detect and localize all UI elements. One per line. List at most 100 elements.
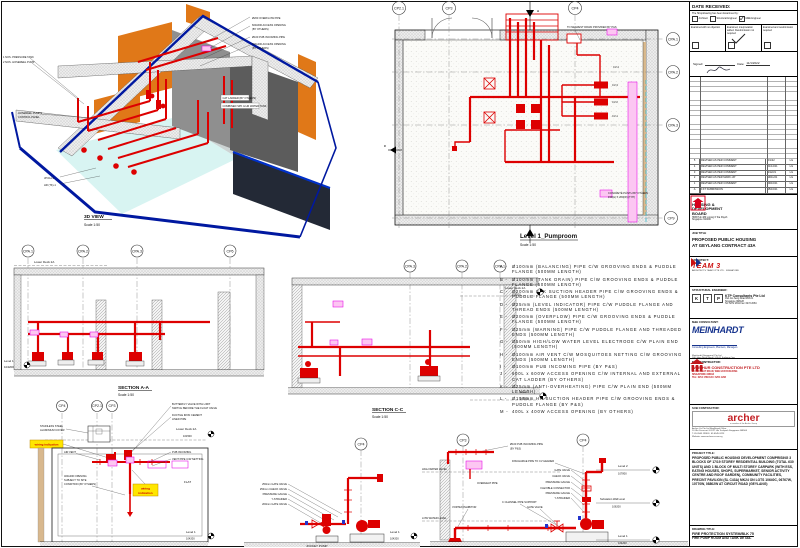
grid-bubble-bl-2: CP2.1: [91, 400, 103, 412]
grid-bubble-cp9: CP9: [664, 211, 678, 225]
stamp-title: DATE RECEIVED:: [690, 2, 797, 11]
project-title-text: PROPOSED PUBLIC HOUSING DEVELOPMENT COMP…: [692, 456, 794, 487]
svg-text:CPA.2: CPA.2: [457, 264, 467, 268]
ktp-logo-t: T: [703, 293, 712, 303]
grid-bubble-aa-1: CPA.1: [21, 244, 35, 258]
hdb-logo: [690, 195, 706, 211]
drawing-title-block: DRAWING TITLE: FIRE PROTECTION SYSTEM/BL…: [690, 526, 797, 546]
label-level1-val-aa: 104200: [4, 365, 14, 369]
grid-bubble-cc-2: CPA.2: [455, 259, 469, 273]
label-discharge: DISCHARGE PIPE TO CV HEADER: [512, 459, 554, 463]
label-gate2-r: GATE VALVE: [527, 505, 543, 509]
note-item: E -Ø200mm (OVERFLOW) PIPE C/W GROOVING E…: [500, 314, 676, 325]
label-cv3: CV-3: [612, 83, 618, 87]
label-pub-incoming-bl: PUB INCOMING: [172, 450, 191, 454]
label-pg2-r: PRESSURE GAUGE: [546, 491, 571, 495]
plan-valve-symbols: [483, 77, 496, 124]
view-plan-level1-pumproom: A C TO NEAREST DRAIN PROVIDED BY P&S CV-…: [384, 1, 680, 247]
grid-bubble-cpa1: CPA.1: [666, 32, 680, 46]
label-cv4: CV-4: [613, 65, 619, 69]
label-ss-cover-2: ALUMINIUM COVER: [40, 428, 65, 432]
view-3d-isometric: Ø200 OVERFLOW PIPE 600x600 ACCESS OPENIN…: [3, 4, 337, 239]
view-detail-pump-right: CP3 CP4 Ø100 PUB INCOMING PIPE (BY P&S) …: [422, 433, 688, 546]
label-lwl: LOW WATER LEVEL: [422, 516, 447, 520]
label-cv2: CV-2: [612, 100, 618, 104]
label-lowerdeck-bl: Lower Deck 2A: [176, 427, 196, 431]
note-item: D -Ø25mm (LEVEL INDICATOR) PIPE C/W PUDD…: [500, 301, 674, 312]
caption-jockey-pump: JOCKEY PUMP: [306, 544, 327, 548]
grid-bubble-bl-1: CP4: [56, 400, 68, 412]
svg-text:CP4: CP4: [59, 404, 66, 408]
label-jp-ch1: JP/CH-1: [44, 176, 54, 180]
label-gate-r: GATE VALVE: [554, 468, 570, 472]
label-plinth-2: 150(H) X 200(W) (TYP): [608, 195, 635, 199]
svg-text:CP3: CP3: [446, 6, 453, 10]
svg-text:CP9: CP9: [668, 216, 675, 220]
plan-pink-pipe-zone: [627, 81, 638, 223]
label-ystr-r: Y-STRAINER: [555, 496, 571, 500]
label-pressure-tank: 1 NOS. PRESSURE TANK: [3, 55, 34, 59]
svg-text:CPA.2: CPA.2: [668, 70, 678, 74]
date-label: Date:: [737, 61, 745, 66]
pipe-notes-list: A -Ø100mm (BALANCING) PIPE C/W GROOVING …: [500, 264, 688, 416]
plan-red-piping-small: [454, 42, 601, 162]
weehur-logo: [690, 359, 704, 372]
grid-bubble-cpa2: CPA.2: [666, 65, 680, 79]
title-block: DATE RECEIVED: The Shopdrawing has been …: [689, 2, 797, 546]
detail-r-leaders: [570, 469, 585, 513]
svg-text:CPA.1: CPA.1: [495, 264, 505, 268]
wiring-indication-text-1: wiring indication: [34, 443, 59, 447]
label-pg-jp: PRESSURE GAUGE: [263, 492, 288, 496]
section-marker-c: C: [384, 144, 402, 154]
label-ductile-2: LINED PIPE: [172, 417, 187, 421]
grid-bubble-jp: CP4: [354, 437, 368, 451]
label-level1-r: Level 1: [618, 534, 628, 538]
caption-plan: Level 1_Pumproom: [520, 233, 578, 240]
drawing-title-line1: FIRE PROTECTION SYSTEM/BLK 75: [692, 532, 754, 536]
label-lowerdeck-cc: Lower Deck 2A: [505, 286, 525, 290]
note-item: F -Ø25mm (WARNING) PIPE C/W PUDDLE FLANG…: [500, 326, 682, 337]
me-consultant-block: M&E CONSULTANT: MEINHARDT Consulting Eng…: [690, 319, 797, 359]
drawing-title-line2: FIRE PUMP ROOM AND TANK DETAIL: [692, 536, 752, 540]
caption-section-aa-scale: Scale 1:50: [118, 393, 134, 397]
svg-text:CP6: CP6: [227, 249, 234, 253]
checkbox-architect: Architect: [692, 16, 708, 22]
view-detail-tank: CP4 CP2.1 CP3 BUTTERFLY VALVE WITH LIMIT…: [29, 400, 217, 546]
view-section-cc: Lower Deck 2A 101500 Level 1 104200 CPA.…: [288, 259, 547, 419]
main-contractor-block: MAIN CONTRACTOR: WEE HUR CONSTRUCTION PT…: [690, 359, 797, 405]
label-hwl: HIGH WATER LEVEL: [422, 467, 448, 471]
svg-text:CP3: CP3: [109, 404, 116, 408]
grid-bubble-r1: CP3: [456, 433, 470, 447]
team3-name: TEAM 3: [692, 263, 721, 270]
label-level2: Level 2: [618, 464, 628, 468]
label-level1-aa: Level 1: [4, 359, 14, 363]
label-check-r: CHECK VALVE: [552, 474, 570, 478]
3d-leader-lines: [29, 16, 251, 185]
caption-3d-view: 3D VIEW: [84, 214, 104, 220]
svg-text:CP4: CP4: [580, 438, 587, 442]
plan-red-piping: [468, 18, 640, 164]
label-level1-val-cc: 104200: [520, 397, 529, 401]
signed-label: Signed:: [693, 61, 704, 66]
stamp-check-mark: [731, 33, 746, 44]
label-lowerdeck-val-cc: 101500: [512, 293, 521, 297]
label-level1-val-r: 104200: [618, 541, 627, 545]
stamp-col-resubmission-not-required: Examined, interpretation added. Resubmis…: [726, 24, 762, 51]
grid-bubble-cp21: CP2.1: [392, 1, 406, 15]
caption-section-aa: SECTION A-A: [118, 385, 150, 391]
note-item: J -600L x 600W ACCESS OPENING C/W INTERN…: [500, 371, 681, 382]
note-item: G -Ø50mm HIGH/LOW WATER LEVEL ELECTRODE …: [500, 339, 679, 350]
stamp-col-resubmission-required: Examined and resubmission required: [762, 25, 797, 51]
archer-logo-text: archer: [727, 411, 760, 424]
grid-bubble-cp3: CP3: [442, 1, 456, 15]
label-ss-cover-1: STAINLESS STEEL: [40, 424, 64, 428]
svg-text:CP3: CP3: [460, 438, 467, 442]
grid-bubble-aa-3: CPA.3: [130, 244, 144, 258]
label-lowerdeck-val-bl: 101500: [183, 434, 192, 438]
label-access-600-b: (BY OTHERS): [252, 27, 269, 31]
label-opening-1: 400x400 OPENING: [64, 474, 87, 478]
note-item: K -Ø25mm (ANTI-OVERHEATING) PIPE C/W PLA…: [500, 383, 672, 394]
